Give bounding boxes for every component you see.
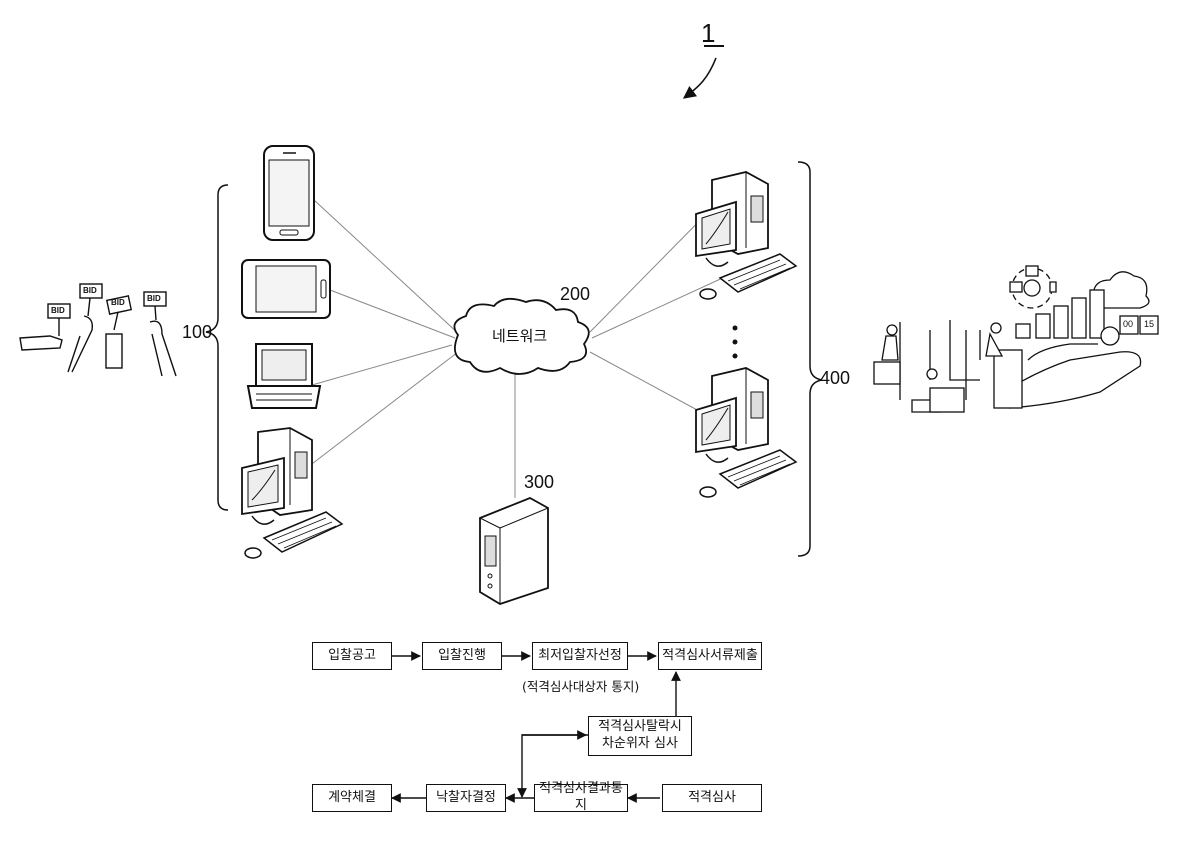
laptop-icon (248, 344, 320, 408)
ellipsis-dots (733, 326, 738, 359)
clock-digits-left: 00 (1123, 320, 1133, 329)
desktop-computer-icon-bidder-top (696, 172, 796, 299)
tablet-icon (242, 260, 330, 318)
flow-step-qualification-review: 적격심사 (662, 784, 762, 812)
bid-sign-text: BID (83, 287, 97, 295)
flow-step-bid-notice: 입찰공고 (312, 642, 392, 670)
desktop-computer-icon-client (242, 428, 342, 558)
flow-step-document-submission: 적격심사서류제출 (658, 642, 762, 670)
bidder-group-label: 400 (820, 369, 850, 387)
flow-step-next-rank-review-line2: 차순위자 심사 (602, 736, 678, 753)
bidder-group-brace (798, 162, 822, 556)
server-tower-icon (480, 498, 548, 604)
flow-step-lowest-bidder: 최저입찰자선정 (532, 642, 628, 670)
client-group-label: 100 (182, 323, 212, 341)
flow-step-next-rank-review-line1: 적격심사탈락시 (598, 719, 682, 736)
client-group-brace (206, 185, 228, 510)
bid-sign-text: BID (51, 307, 65, 315)
flow-step-bidding: 입찰진행 (422, 642, 502, 670)
desktop-computer-icon-bidder-bottom (696, 368, 796, 497)
clock-digits-right: 15 (1144, 320, 1154, 329)
network-cloud-text: 네트워크 (492, 329, 547, 344)
figure-reference-label: 1 (701, 20, 715, 46)
flow-step-contract: 계약체결 (312, 784, 392, 812)
flow-step-next-rank-review: 적격심사탈락시 차순위자 심사 (588, 716, 692, 756)
server-label: 300 (524, 473, 554, 491)
smartphone-icon (264, 146, 314, 240)
bid-sign-text: BID (111, 299, 125, 307)
bid-sign-text: BID (147, 295, 161, 303)
flow-step-lowest-bidder-note: (적격심사대상자 통지) (522, 676, 639, 695)
flow-step-review-result-notice: 적격심사결과통지 (534, 784, 628, 812)
digital-bidding-hand-illustration (874, 266, 1158, 412)
network-label: 200 (560, 285, 590, 303)
flow-step-winner-decision: 낙찰자결정 (426, 784, 506, 812)
reference-arrow (684, 46, 724, 98)
